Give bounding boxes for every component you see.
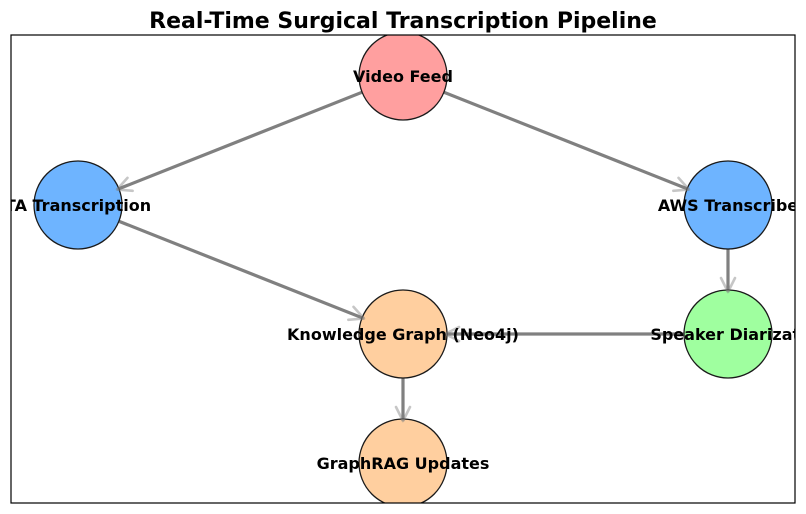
arrowhead-knowledge-graph bbox=[443, 325, 461, 343]
node-speaker-diarization bbox=[683, 289, 773, 379]
arrowhead-aws-transcribe bbox=[672, 176, 691, 193]
arrowhead-speaker-diarization bbox=[719, 276, 737, 294]
nodes-layer bbox=[33, 35, 773, 503]
node-label-video-feed: Video Feed bbox=[353, 67, 453, 86]
node-label-aws-transcribe: AWS Transcribe bbox=[658, 196, 798, 215]
node-video-feed bbox=[358, 35, 448, 121]
labels-layer: Video Feed TA Transcription AWS Transcribe… bbox=[5, 67, 805, 473]
diagram-title: Real-Time Surgical Transcription Pipelin… bbox=[149, 9, 657, 34]
edge-video-feed-to-ta-transcription bbox=[77, 74, 404, 207]
node-label-speaker-diarization: Speaker Diarizati bbox=[650, 325, 805, 344]
node-graphrag-updates bbox=[358, 418, 448, 503]
edge-tail-aws-transcribe bbox=[686, 187, 690, 191]
edge-tail-ta-transcription bbox=[116, 187, 120, 191]
node-ta-transcription bbox=[33, 160, 123, 250]
edge-ta-transcription-to-knowledge-graph bbox=[77, 203, 404, 336]
node-label-graphrag-updates: GraphRAG Updates bbox=[317, 454, 490, 473]
edges-layer bbox=[77, 74, 730, 463]
node-label-ta-transcription: TA Transcription bbox=[5, 196, 151, 215]
arrowhead-ta-transcription bbox=[115, 176, 134, 193]
node-label-knowledge-graph: Knowledge Graph (Neo4j) bbox=[287, 325, 519, 344]
edge-tail-knowledge-graph bbox=[361, 316, 365, 320]
arrowhead-knowledge-graph bbox=[347, 305, 366, 322]
arrowhead-graphrag-updates bbox=[394, 405, 412, 423]
edge-video-feed-to-aws-transcribe bbox=[402, 74, 729, 207]
node-knowledge-graph bbox=[358, 289, 448, 379]
arrowheads-layer bbox=[115, 176, 737, 423]
diagram-frame bbox=[10, 34, 796, 504]
node-aws-transcribe bbox=[683, 160, 773, 250]
